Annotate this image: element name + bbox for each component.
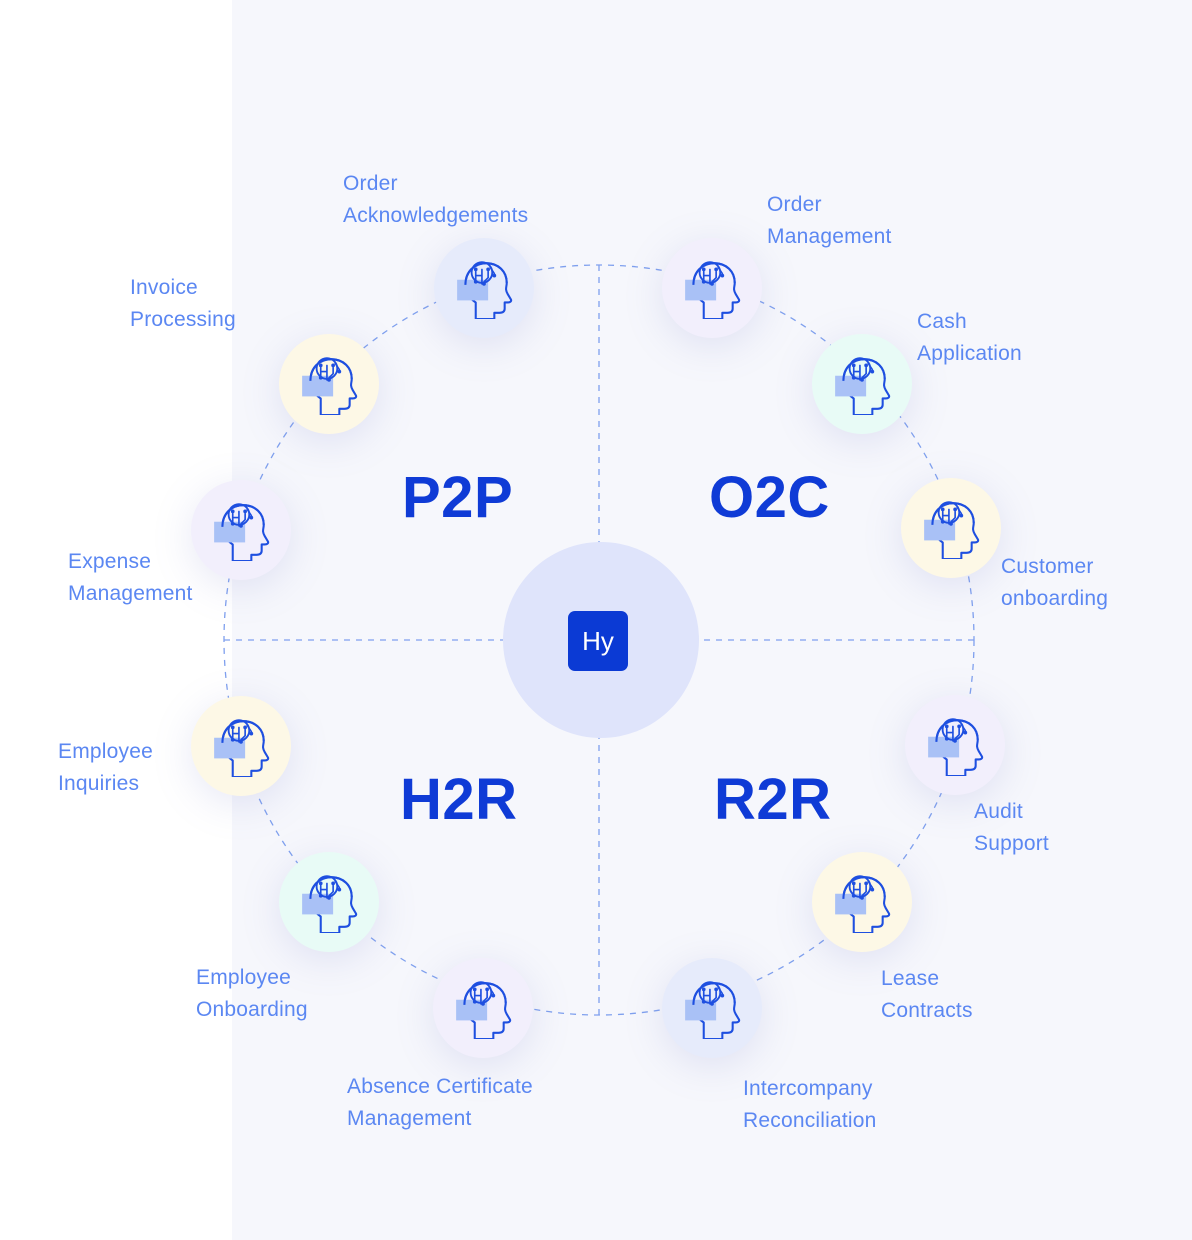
label-expense-management: Expense Management: [68, 550, 193, 605]
ai-head-icon: [835, 875, 891, 933]
node-invoice-processing[interactable]: [279, 334, 379, 434]
ai-head-icon: [302, 875, 358, 933]
hy-logo[interactable]: Hy: [568, 611, 628, 671]
label-customer-onboarding: Customer onboarding: [1001, 555, 1109, 610]
node-absence-certificate-management[interactable]: [433, 958, 533, 1058]
label-audit-support: Audit Support: [974, 800, 1049, 855]
ai-head-icon: [924, 501, 980, 559]
label-invoice-processing: Invoice Processing: [130, 276, 236, 331]
label-absence-certificate-management: Absence Certificate Management: [347, 1075, 533, 1130]
ai-head-icon: [685, 261, 741, 319]
node-intercompany-reconciliation[interactable]: [662, 958, 762, 1058]
node-expense-management[interactable]: [191, 480, 291, 580]
node-lease-contracts[interactable]: [812, 852, 912, 952]
label-employee-onboarding: Employee Onboarding: [196, 966, 308, 1021]
ai-head-icon: [685, 981, 741, 1039]
node-audit-support[interactable]: [905, 695, 1005, 795]
ai-head-icon: [457, 261, 513, 319]
quadrant-label-o2c: O2C: [709, 465, 830, 530]
quadrant-label-h2r: H2R: [400, 767, 518, 832]
ai-head-icon: [928, 718, 984, 776]
ai-head-icon: [302, 357, 358, 415]
node-customer-onboarding[interactable]: [901, 478, 1001, 578]
label-employee-inquiries: Employee Inquiries: [58, 740, 153, 795]
label-lease-contracts: Lease Contracts: [881, 967, 973, 1022]
node-cash-application[interactable]: [812, 334, 912, 434]
ai-head-icon: [456, 981, 512, 1039]
quadrant-label-p2p: P2P: [402, 465, 514, 530]
quadrant-label-r2r: R2R: [714, 767, 832, 832]
label-order-acknowledgements: Order Acknowledgements: [343, 172, 529, 227]
label-intercompany-reconciliation: Intercompany Reconciliation: [743, 1077, 877, 1132]
label-order-management: Order Management: [767, 193, 892, 248]
node-order-management[interactable]: [662, 238, 762, 338]
node-employee-onboarding[interactable]: [279, 852, 379, 952]
ai-head-icon: [835, 357, 891, 415]
ai-head-icon: [214, 719, 270, 777]
label-cash-application: Cash Application: [917, 310, 1022, 365]
node-employee-inquiries[interactable]: [191, 696, 291, 796]
ai-head-icon: [214, 503, 270, 561]
node-order-acknowledgements[interactable]: [434, 238, 534, 338]
